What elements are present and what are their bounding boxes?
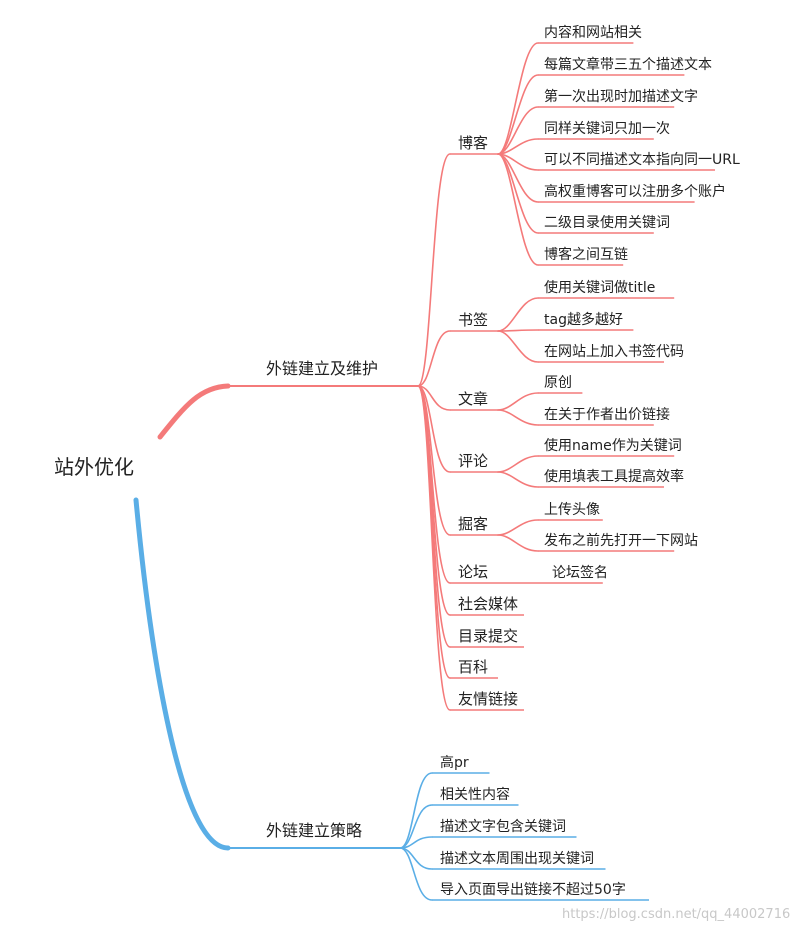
leaf-connector: [497, 153, 539, 234]
subtopic-label: 社会媒体: [458, 595, 518, 613]
leaf-label: 内容和网站相关: [544, 24, 642, 41]
leaf-connector: [497, 138, 539, 155]
subtopic-label: 高pr: [440, 754, 469, 771]
subtopic-connector: [399, 804, 433, 849]
leaf-connector: [497, 409, 539, 426]
leaf-label: 在网站上加入书签代码: [544, 343, 684, 360]
leaf-label: 高权重博客可以注册多个账户: [544, 183, 726, 200]
leaf-label: 可以不同描述文本指向同一URL: [544, 152, 740, 168]
subtopic-label: 友情链接: [458, 690, 518, 708]
leaf-label: 使用name作为关键词: [544, 437, 682, 454]
leaf-connector: [497, 42, 539, 155]
subtopic-connector: [399, 772, 433, 849]
leaf-connector: [497, 471, 539, 488]
subtopic-connector: [417, 385, 451, 711]
leaf-label: tag越多越好: [544, 311, 623, 328]
subtopic-label: 描述文字包含关键词: [440, 819, 566, 835]
leaf-label: 论坛签名: [552, 564, 608, 581]
branch-trunk: [157, 383, 231, 440]
leaf-connector: [497, 297, 539, 332]
subtopic-label: 相关性内容: [440, 786, 510, 803]
leaf-connector: [497, 153, 539, 266]
branch-topic: 外链建立策略: [266, 821, 362, 840]
leaf-label: 发布之前先打开一下网站: [544, 532, 698, 549]
subtopic-label: 目录提交: [458, 627, 518, 645]
leaf-label: 每篇文章带三五个描述文本: [544, 56, 712, 73]
leaf-connector: [497, 74, 539, 155]
leaf-connector: [497, 519, 539, 536]
leaf-label: 博客之间互链: [544, 246, 628, 263]
subtopic-label: 书签: [458, 311, 488, 329]
root-topic: 站外优化: [54, 455, 134, 479]
subtopic-label: 百科: [458, 658, 488, 676]
subtopic-label: 文章: [458, 390, 488, 408]
subtopic-connector: [417, 385, 451, 473]
leaf-connector: [497, 534, 539, 552]
subtopic-label: 评论: [458, 452, 488, 470]
leaf-label: 同样关键词只加一次: [544, 121, 670, 137]
leaf-connector: [497, 455, 539, 473]
leaf-connector: [497, 329, 539, 332]
subtopic-label: 论坛: [458, 563, 488, 581]
leaf-connector: [497, 392, 539, 411]
subtopic-label: 描述文本周围出现关键词: [440, 851, 594, 867]
leaf-label: 使用填表工具提高效率: [544, 468, 684, 485]
leaf-label: 使用关键词做title: [544, 279, 655, 296]
leaf-label: 原创: [544, 375, 572, 391]
branch-topic: 外链建立及维护: [266, 359, 378, 378]
leaf-connector: [497, 106, 539, 155]
branch-trunk: [133, 497, 231, 851]
subtopic-connector: [417, 153, 451, 387]
subtopic-connector: [417, 330, 451, 387]
subtopic-connector: [399, 847, 433, 901]
leaf-label: 第一次出现时加描述文字: [544, 88, 698, 105]
leaf-label: 在关于作者出价链接: [544, 406, 670, 423]
watermark-text: https://blog.csdn.net/qq_44002716: [562, 907, 790, 922]
subtopic-label: 博客: [458, 134, 488, 152]
leaf-connector: [497, 330, 539, 363]
subtopic-label: 导入页面导出链接不超过50字: [440, 881, 626, 898]
subtopic-label: 掘客: [458, 515, 488, 533]
leaf-label: 上传头像: [544, 502, 600, 518]
leaf-label: 二级目录使用关键词: [544, 214, 670, 231]
